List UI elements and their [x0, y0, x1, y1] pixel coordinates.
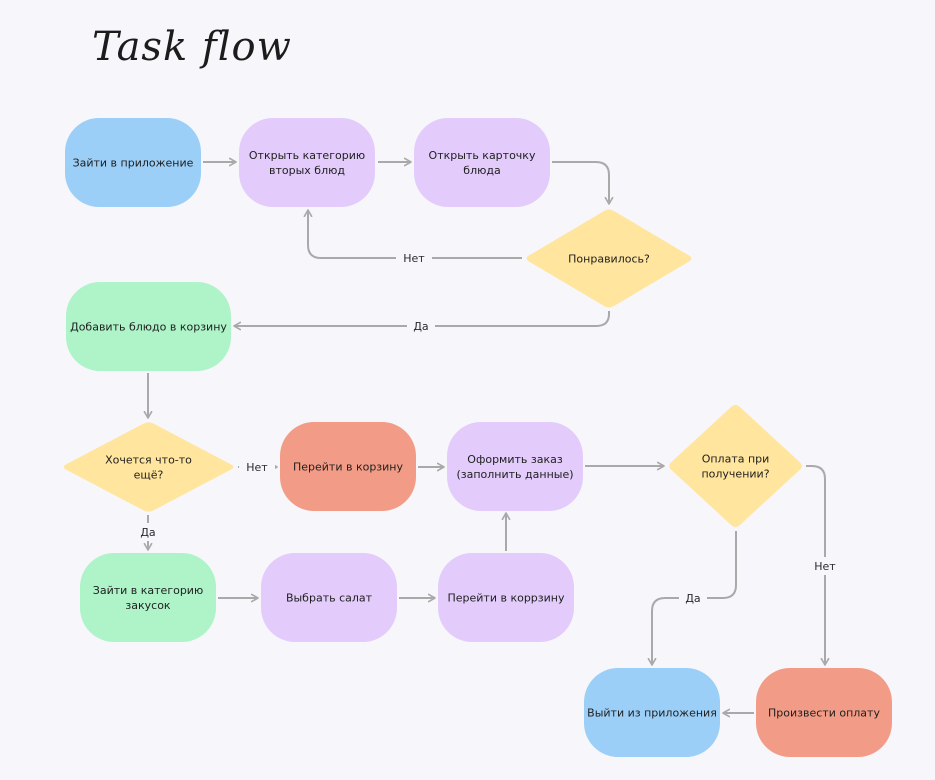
node-choose-salad: Выбрать салат — [261, 553, 397, 642]
node-open-category: Открыть категорию вторых блюд — [239, 118, 375, 207]
process-box — [447, 422, 583, 511]
node-label: Выбрать салат — [286, 592, 373, 605]
process-box — [261, 553, 397, 642]
node-exit-app: Выйти из приложения — [584, 668, 720, 757]
node-label: Оплата при — [702, 453, 770, 466]
edge-liked-no — [303, 209, 522, 259]
edge-label-bg — [396, 249, 432, 267]
node-want-more: Хочется что-то ещё? — [63, 422, 234, 512]
node-checkout: Оформить заказ (заполнить данные) — [447, 422, 583, 511]
node-label: Добавить блюдо в корзину — [70, 321, 227, 334]
node-go-cart2: Перейти в коррзину — [438, 553, 574, 642]
node-label: Перейти в коррзину — [447, 592, 564, 605]
node-label: (заполнить данные) — [456, 468, 573, 481]
edge-liked-yes — [233, 311, 610, 331]
node-label: Открыть категорию — [249, 149, 365, 162]
edge-label-bg — [134, 523, 162, 541]
process-box — [414, 118, 550, 207]
edge-label-bg — [407, 317, 435, 335]
node-label: закусок — [125, 599, 171, 612]
nodes: Зайти в приложение Открыть категорию вторы… — [63, 118, 892, 757]
process-box — [438, 553, 574, 642]
node-enter-app: Зайти в приложение — [65, 118, 201, 207]
process-box — [239, 118, 375, 207]
node-label: блюда — [463, 164, 500, 177]
node-label: ещё? — [134, 469, 164, 482]
edge-label-bg — [239, 458, 275, 476]
edge-label-more-yes: Да — [140, 526, 155, 539]
node-open-card: Открыть карточку блюда — [414, 118, 550, 207]
node-label: вторых блюд — [269, 164, 345, 177]
decision-diamond — [526, 209, 692, 308]
node-go-cart: Перейти в корзину — [280, 422, 416, 511]
node-label: Выйти из приложения — [587, 707, 717, 720]
edge-label-pay-yes: Да — [685, 592, 700, 605]
edge-label-more-no: Нет — [246, 461, 268, 474]
node-liked: Понравилось? — [526, 209, 692, 308]
node-label: Оформить заказ — [467, 453, 563, 466]
process-box — [65, 118, 201, 207]
edge-label-liked-yes: Да — [413, 320, 428, 333]
node-pay: Произвести оплату — [756, 668, 892, 757]
edge-label-pay-no: Нет — [814, 560, 836, 573]
node-label: Зайти в категорию — [93, 584, 203, 597]
node-label: получении? — [701, 468, 769, 481]
process-box — [756, 668, 892, 757]
node-label: Произвести оплату — [768, 707, 880, 720]
process-box — [66, 282, 231, 371]
edge-label-liked-no: Нет — [403, 252, 425, 265]
node-add-to-cart: Добавить блюдо в корзину — [66, 282, 231, 371]
decision-diamond — [669, 405, 802, 527]
edge-label-bg — [679, 589, 707, 607]
node-label: Зайти в приложение — [73, 157, 194, 170]
process-box — [280, 422, 416, 511]
node-label: Открыть карточку — [429, 149, 536, 162]
node-label: Перейти в корзину — [293, 461, 404, 474]
diagram-title: Task flow — [92, 24, 292, 70]
node-pay-on-delivery: Оплата при получении? — [669, 405, 802, 527]
edge-label-bg — [807, 557, 843, 575]
decision-diamond — [63, 422, 234, 512]
process-box — [80, 553, 216, 642]
edge-card-to-liked — [552, 161, 614, 205]
node-snacks-category: Зайти в категорию закусок — [80, 553, 216, 642]
edge-pay-no — [806, 465, 830, 666]
node-label: Хочется что-то — [105, 454, 192, 467]
process-box — [584, 668, 720, 757]
node-label: Понравилось? — [568, 253, 650, 266]
